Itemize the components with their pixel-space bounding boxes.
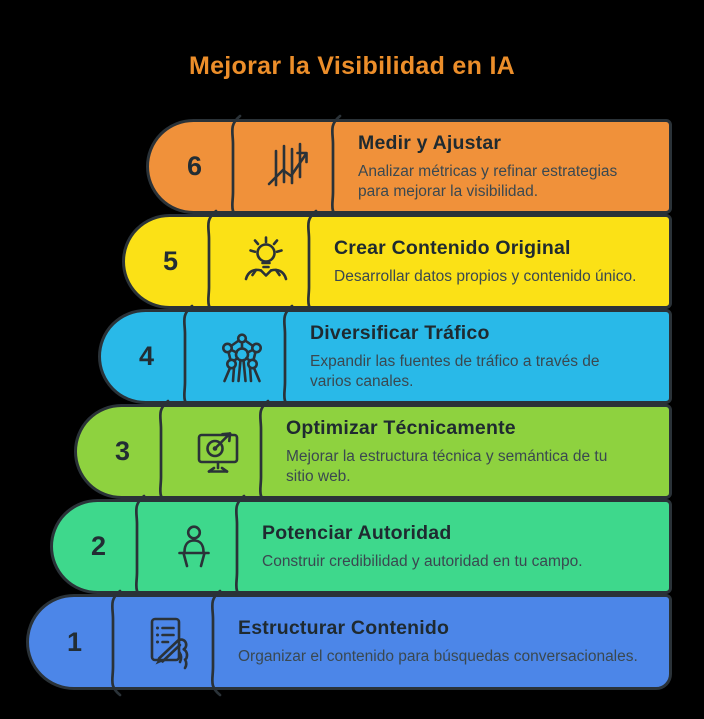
step-title: Diversificar Tráfico [310, 321, 490, 344]
step-row-4: 4 Diversificar Tráfico Expandir las fuen… [98, 304, 672, 412]
step-content: Potenciar Autoridad Construir credibilid… [262, 502, 669, 591]
step-row-5: 5 Crear Contenido Original Desarrollar d… [122, 209, 672, 317]
target-monitor-icon [168, 407, 268, 496]
step-content: Medir y Ajustar Analizar métricas y refi… [358, 122, 669, 211]
step-number: 3 [114, 436, 131, 466]
step-description: Desarrollar datos propios y contenido ún… [334, 267, 637, 285]
step-description: Mejorar la estructura técnica y semántic… [286, 447, 608, 485]
step-row-1: 1 Estructurar Contenido Organizar el con… [26, 589, 672, 697]
writing-hand-icon [120, 597, 220, 687]
step-number: 6 [186, 151, 203, 181]
step-title: Estructurar Contenido [238, 617, 450, 640]
step-description: Analizar métricas y refinar estrategias … [358, 162, 618, 200]
step-content: Crear Contenido Original Desarrollar dat… [334, 217, 669, 306]
step-number: 2 [90, 531, 107, 561]
step-row-2: 2 Potenciar Autoridad Construir credibil… [50, 494, 672, 602]
idea-bulb-icon [216, 217, 316, 306]
page-title: Mejorar la Visibilidad en IA [188, 52, 516, 80]
step-content: Optimizar Técnicamente Mejorar la estruc… [286, 407, 669, 496]
step-description: Expandir las fuentes de tráfico a través… [310, 352, 600, 390]
step-content: Estructurar Contenido Organizar el conte… [238, 597, 669, 687]
step-title: Potenciar Autoridad [262, 521, 452, 544]
step-title: Medir y Ajustar [358, 131, 502, 154]
step-row-6: 6 Medir y Ajustar Analizar métricas y re… [146, 114, 672, 222]
podium-speaker-icon [144, 502, 244, 591]
step-description: Construir credibilidad y autoridad en tu… [262, 552, 583, 570]
step-row-3: 3 Optimizar Técnicamente Mejorar la estr… [74, 399, 672, 507]
step-number: 1 [66, 626, 83, 657]
step-content: Diversificar Tráfico Expandir las fuente… [310, 312, 669, 401]
step-title: Crear Contenido Original [334, 236, 571, 259]
step-title: Optimizar Técnicamente [286, 416, 516, 439]
network-nodes-icon [192, 312, 292, 401]
step-description: Organizar el contenido para búsquedas co… [238, 648, 638, 666]
step-number: 5 [162, 246, 179, 276]
step-number: 4 [138, 341, 155, 371]
analytics-chart-icon [240, 122, 340, 211]
